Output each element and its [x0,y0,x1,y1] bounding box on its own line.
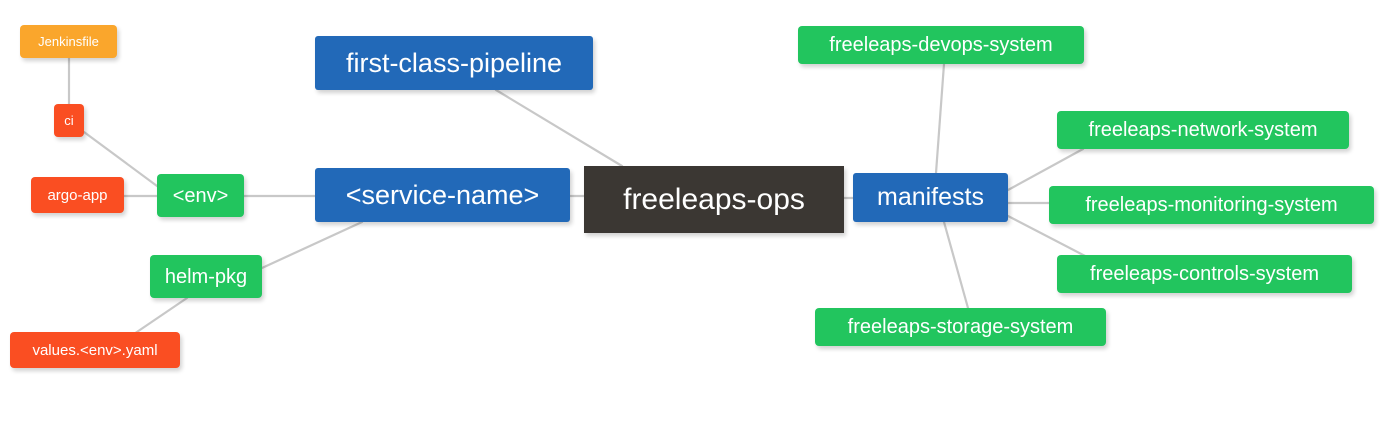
node-freeleaps-storage-system[interactable]: freeleaps-storage-system [815,308,1106,346]
edge-manifests-to-freeleaps-devops-system [934,62,946,175]
node-first-class-pipeline[interactable]: first-class-pipeline [315,36,593,90]
node-label-helm-pkg: helm-pkg [164,265,248,288]
node-label-service-name: <service-name> [345,179,540,210]
edge-service-name-to-helm-pkg [260,220,364,270]
node-freeleaps-devops-system[interactable]: freeleaps-devops-system [798,26,1084,64]
node-label-env: <env> [172,184,229,207]
node-freeleaps-network-system[interactable]: freeleaps-network-system [1057,111,1349,149]
node-env[interactable]: <env> [157,174,244,217]
node-argo-app[interactable]: argo-app [31,177,124,213]
edge-first-class-pipeline-to-freeleaps-ops [494,88,624,168]
node-label-freeleaps-ops: freeleaps-ops [623,182,805,216]
node-label-freeleaps-network-system: freeleaps-network-system [1088,119,1318,141]
edge-manifests-to-freeleaps-network-system [1006,147,1085,192]
node-label-freeleaps-monitoring-system: freeleaps-monitoring-system [1085,194,1338,216]
node-jenkinsfile[interactable]: Jenkinsfile [20,25,117,58]
node-freeleaps-monitoring-system[interactable]: freeleaps-monitoring-system [1049,186,1374,224]
node-label-freeleaps-storage-system: freeleaps-storage-system [847,316,1074,338]
node-values-yaml[interactable]: values.<env>.yaml [10,332,180,368]
node-manifests[interactable]: manifests [853,173,1008,222]
node-label-first-class-pipeline: first-class-pipeline [345,47,563,78]
node-label-freeleaps-controls-system: freeleaps-controls-system [1090,263,1319,285]
node-label-jenkinsfile: Jenkinsfile [38,34,99,49]
edge-manifests-to-freeleaps-storage-system [942,220,970,310]
node-label-freeleaps-devops-system: freeleaps-devops-system [829,34,1053,56]
node-label-values-yaml: values.<env>.yaml [32,341,158,359]
node-ci[interactable]: ci [54,104,84,137]
node-label-manifests: manifests [877,183,984,211]
node-helm-pkg[interactable]: helm-pkg [150,255,262,298]
node-label-ci: ci [64,113,74,128]
node-label-argo-app: argo-app [47,186,108,204]
edge-helm-pkg-to-values-yaml [129,296,189,338]
node-freeleaps-controls-system[interactable]: freeleaps-controls-system [1057,255,1352,293]
node-service-name[interactable]: <service-name> [315,168,570,222]
node-freeleaps-ops[interactable]: freeleaps-ops [584,166,844,233]
